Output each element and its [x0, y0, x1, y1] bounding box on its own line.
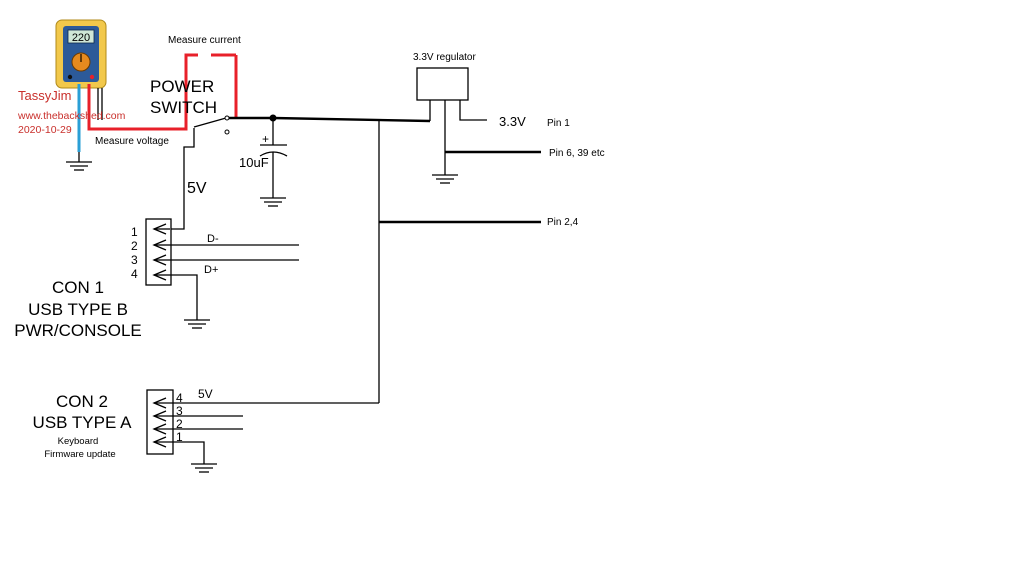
meter-display-reading: 220 — [72, 32, 90, 44]
regulator-label: 3.3V regulator — [413, 52, 476, 63]
regulator-out — [459, 100, 487, 121]
con1-pin-4: 4 — [131, 267, 138, 281]
measure-voltage-label: Measure voltage — [95, 136, 169, 147]
capacitor-polarity: + — [262, 132, 269, 146]
con2-pin-3: 3 — [176, 404, 183, 418]
wire-5v-to-con1 — [170, 128, 195, 230]
regulator-box — [416, 67, 469, 101]
dplus-label: D+ — [204, 264, 218, 276]
pin2-4-label: Pin 2,4 — [547, 217, 579, 228]
capacitor-value-label: 10uF — [239, 155, 269, 170]
author-label: TassyJim — [18, 88, 71, 103]
con2-pins — [152, 397, 172, 448]
ground-symbol-meter — [66, 152, 92, 171]
v5-switch-label: 5V — [187, 180, 207, 197]
con2-pin-1: 1 — [176, 430, 183, 444]
dminus-label: D- — [207, 233, 219, 245]
measure-voltage-wire — [87, 53, 198, 131]
con2-pin-2: 2 — [176, 417, 183, 431]
ground-symbol-capacitor — [260, 197, 286, 207]
ground-symbol-regulator — [432, 174, 458, 184]
con1-title-line3: PWR/CONSOLE — [14, 321, 142, 340]
con1-body — [145, 218, 172, 286]
con2-subtitle-line1: Keyboard — [58, 436, 99, 447]
con2-title-line1: CON 2 — [56, 392, 108, 411]
power-switch-label-line1: POWER — [150, 77, 214, 96]
con1-gnd-wire — [170, 274, 198, 320]
website-label: www.thebackshed.com — [17, 110, 126, 122]
pin6-39-label: Pin 6, 39 etc — [549, 148, 605, 159]
con2-title-line2: USB TYPE A — [33, 413, 133, 432]
con1-title-line2: USB TYPE B — [28, 300, 128, 319]
con2-pin-4: 4 — [176, 391, 183, 405]
ground-symbol-con1 — [184, 319, 210, 329]
con2-subtitle-line2: Firmware update — [44, 449, 115, 460]
con2-gnd-wire — [172, 441, 205, 464]
multimeter-icon: 220 — [55, 19, 107, 120]
con1-pin-2: 2 — [131, 239, 138, 253]
power-switch-label-line2: SWITCH — [150, 98, 217, 117]
measure-current-label: Measure current — [168, 35, 241, 46]
ground-symbol-con2 — [191, 463, 217, 473]
con1-pins — [152, 223, 170, 281]
con1-title-line1: CON 1 — [52, 278, 104, 297]
con1-pin-3: 3 — [131, 253, 138, 267]
date-label: 2020-10-29 — [18, 124, 72, 136]
capacitor-10uf — [259, 118, 288, 198]
v33-out-label: 3.3V — [499, 114, 526, 129]
v5-con2-label: 5V — [198, 387, 213, 401]
power-switch-symbol — [193, 115, 273, 135]
con1-pin-1: 1 — [131, 225, 138, 239]
pin1-label: Pin 1 — [547, 118, 570, 129]
power-rail — [272, 116, 431, 123]
